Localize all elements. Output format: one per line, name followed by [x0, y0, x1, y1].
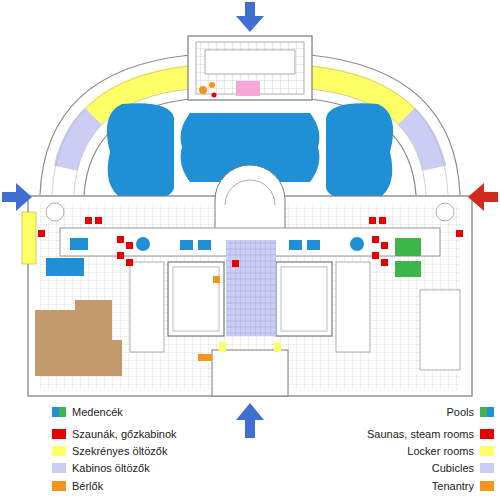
legend-label: Szekrényes öltözők: [72, 444, 167, 458]
legend-swatch: [480, 429, 494, 439]
legend-swatch: [480, 481, 494, 491]
main-building: [168, 262, 224, 336]
sauna-room: [117, 252, 124, 259]
legend-label: Locker rooms: [407, 444, 474, 458]
function-areas: [136, 237, 150, 251]
entrance-pavilion: [209, 82, 215, 88]
entrance-arrow-red: [468, 183, 498, 211]
main-building: [281, 267, 327, 331]
entrance-pavilion: [188, 36, 312, 100]
function-areas: [46, 258, 84, 276]
legend-swatch: [480, 463, 494, 473]
main-building: [276, 262, 332, 336]
entrance-arrow: [236, 403, 264, 438]
legend-swatch: [52, 446, 66, 456]
function-areas: [395, 261, 421, 277]
entrance-arrow-red: [468, 183, 498, 211]
entrance-pavilion: [212, 93, 217, 98]
function-areas: [274, 342, 281, 352]
entrance-arrow: [236, 2, 264, 32]
sauna-room: [126, 242, 133, 249]
legend-swatch: [52, 429, 66, 439]
sauna-room: [117, 236, 124, 243]
entrance-pavilion: [188, 36, 312, 100]
function-areas: [22, 212, 421, 376]
legend-swatch: [480, 446, 494, 456]
function-areas: [70, 238, 88, 250]
legend-swatch: [52, 481, 66, 491]
function-areas: [395, 238, 421, 256]
function-areas: [180, 240, 193, 250]
main-building: [215, 165, 285, 232]
main-building: [336, 262, 370, 352]
function-areas: [35, 300, 122, 376]
outdoor-pools: [326, 103, 393, 200]
legend-swatch: [52, 463, 66, 473]
entrance-arrow: [2, 183, 32, 211]
main-building: [46, 203, 64, 221]
legend-label: Pools: [446, 405, 474, 419]
entrance-pavilion: [205, 50, 295, 74]
sauna-room: [372, 252, 379, 259]
outdoor-pools: [107, 103, 174, 200]
sauna-room: [95, 217, 102, 224]
entrance-pavilion: [199, 86, 207, 94]
legend-label: Bérlők: [72, 479, 103, 493]
main-building: [436, 203, 454, 221]
main-building: [173, 267, 219, 331]
main-building: [28, 165, 472, 396]
function-areas: [350, 237, 364, 251]
function-areas: [198, 240, 211, 250]
entrance-pavilion: [236, 81, 260, 96]
main-building: [420, 290, 460, 370]
function-areas: [213, 276, 220, 283]
legend-swatch-part: [480, 407, 487, 417]
legend-swatch-part: [59, 407, 66, 417]
main-building: [212, 350, 288, 396]
legend-label: Saunas, steam rooms: [367, 427, 474, 441]
legend-label: Kabinos öltözők: [72, 461, 150, 475]
sauna-room: [381, 259, 388, 266]
sauna-room: [379, 217, 386, 224]
function-areas: [22, 212, 36, 264]
function-areas: [219, 342, 226, 352]
sauna-room: [126, 259, 133, 266]
sauna-room: [456, 230, 463, 237]
main-building: [225, 180, 275, 205]
sauna-room: [381, 242, 388, 249]
legend-label: Tenantry: [432, 479, 474, 493]
function-areas: [289, 240, 302, 250]
function-areas: [198, 354, 212, 361]
sauna-room: [369, 217, 376, 224]
function-areas: [226, 240, 276, 336]
legend-swatch: [52, 407, 66, 417]
legend-label: Medencék: [72, 405, 123, 419]
sauna-room: [372, 236, 379, 243]
sauna-rooms: [38, 217, 463, 267]
sauna-room: [85, 217, 92, 224]
legend-label: Cubicles: [432, 461, 474, 475]
function-areas: [307, 240, 320, 250]
sauna-room: [232, 260, 239, 267]
legend-swatch: [480, 407, 494, 417]
legend-label: Szaunák, gőzkabinok: [72, 427, 177, 441]
entrance-arrow: [2, 2, 264, 438]
function-areas: [226, 240, 276, 336]
sauna-room: [38, 230, 45, 237]
main-building: [130, 262, 164, 352]
